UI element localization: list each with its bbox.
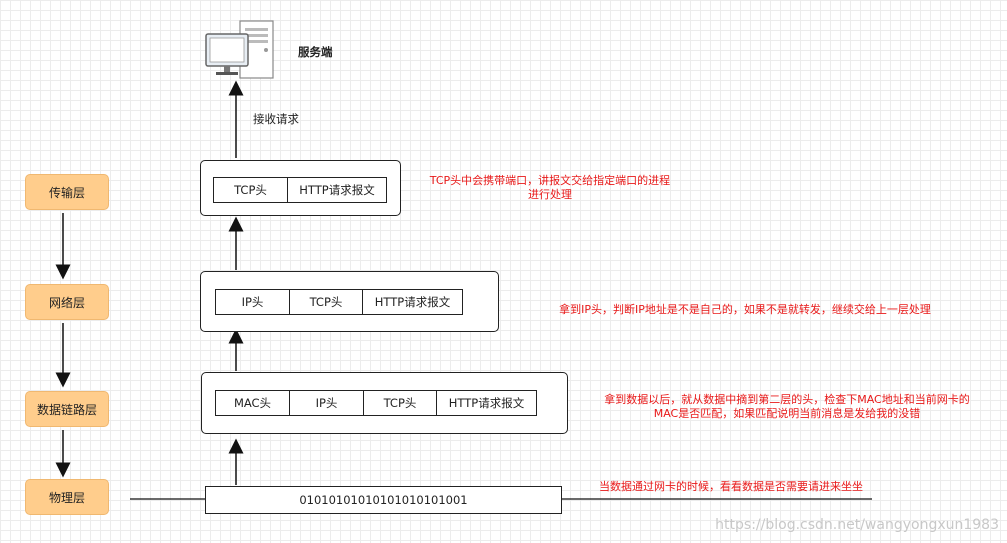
packet-cell: TCP头 bbox=[364, 391, 437, 415]
note-physical: 当数据通过网卡的时候，看看数据是否需要请进来坐坐 bbox=[586, 480, 876, 494]
note-line: 当数据通过网卡的时候，看看数据是否需要请进来坐坐 bbox=[599, 480, 863, 493]
note-line: 进行处理 bbox=[528, 188, 572, 201]
note-line: 拿到数据以后，就从数据中摘到第二层的头，检查下MAC地址和当前网卡的 bbox=[604, 393, 970, 406]
packet-cell: HTTP请求报文 bbox=[299, 183, 375, 197]
layer-network: 网络层 bbox=[25, 284, 109, 320]
packet-cell: HTTP请求报文 bbox=[374, 295, 451, 309]
server-label: 服务端 bbox=[298, 45, 333, 59]
note-network: 拿到IP头，判断IP地址是不是自己的，如果不是就转发，继续交给上一层处理 bbox=[545, 303, 945, 317]
datalink-packet: MAC头 IP头 TCP头 HTTP请求报文 bbox=[215, 390, 537, 416]
note-line: TCP头中会携带端口，讲报文交给指定端口的进程 bbox=[429, 174, 671, 187]
packet-cell: IP头 bbox=[290, 391, 364, 415]
server-computer-icon bbox=[205, 20, 274, 79]
packet-cell: TCP头 bbox=[214, 178, 288, 202]
watermark-url: https://blog.csdn.net/wangyongxun1983 bbox=[715, 517, 999, 533]
packet-cell: MAC头 bbox=[216, 391, 290, 415]
packet-cell: TCP头 bbox=[290, 290, 363, 314]
receive-request-label: 接收请求 bbox=[253, 112, 299, 126]
layer-physical: 物理层 bbox=[25, 479, 109, 515]
note-line: 拿到IP头，判断IP地址是不是自己的，如果不是就转发，继续交给上一层处理 bbox=[559, 303, 931, 316]
physical-bitstream: 01010101010101010101001 bbox=[205, 486, 562, 514]
layer-datalink: 数据链路层 bbox=[25, 391, 109, 427]
note-line: MAC是否匹配，如果匹配说明当前消息是发给我的没错 bbox=[653, 407, 921, 420]
note-datalink: 拿到数据以后，就从数据中摘到第二层的头，检查下MAC地址和当前网卡的 MAC是否… bbox=[584, 393, 990, 421]
network-packet: IP头 TCP头 HTTP请求报文 bbox=[215, 289, 463, 315]
transport-packet: TCP头 HTTP请求报文 bbox=[213, 177, 387, 203]
packet-cell: IP头 bbox=[216, 290, 290, 314]
note-transport: TCP头中会携带端口，讲报文交给指定端口的进程 进行处理 bbox=[415, 174, 685, 202]
packet-cell: HTTP请求报文 bbox=[448, 396, 525, 410]
layer-transport: 传输层 bbox=[25, 174, 109, 210]
